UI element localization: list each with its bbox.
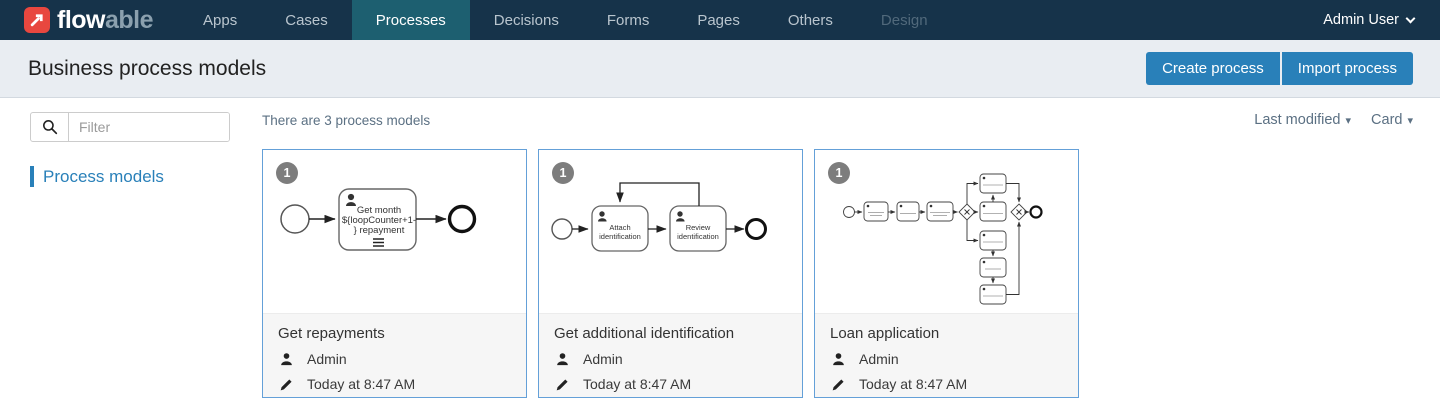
page-title: Business process models [28,57,266,81]
process-card-get-repayments[interactable]: 1 Get mon [262,149,527,398]
modified-date: Today at 8:47 AM [307,376,415,392]
process-card-get-additional-identification[interactable]: 1 Attach ide [538,149,803,398]
svg-text:Attach: Attach [609,223,630,232]
process-name: Loan application [830,325,1063,342]
process-name: Get additional identification [554,325,787,342]
bpmn-thumbnail: 1 Attach ide [539,150,802,313]
process-name: Get repayments [278,325,511,342]
view-mode-label: Card [1371,112,1402,128]
version-badge: 1 [828,162,850,184]
pencil-icon [830,377,846,392]
svg-text:identification: identification [599,232,641,241]
process-card-list: 1 Get mon [262,149,1413,398]
modified-date: Today at 8:47 AM [859,376,967,392]
modified-row: Today at 8:47 AM [830,376,1063,392]
nav-item-processes[interactable]: Processes [352,0,470,40]
bpmn-diagram-svg: Attach identification Review identificat… [539,150,804,313]
top-navbar: flowable Apps Cases Processes Decisions … [0,0,1440,40]
person-icon [830,352,846,367]
caret-down-icon: ▾ [1407,114,1413,127]
card-footer: Get repayments Admin [263,313,526,397]
view-mode-dropdown[interactable]: Card ▾ [1371,112,1413,128]
header-actions: Create process Import process [1146,52,1413,85]
svg-text:identification: identification [677,232,719,241]
nav-item-forms[interactable]: Forms [583,0,674,40]
filter-input[interactable] [69,113,229,141]
main-nav: Apps Cases Processes Decisions Forms Pag… [179,0,952,40]
author-row: Admin [278,351,511,367]
version-badge: 1 [276,162,298,184]
nav-item-decisions[interactable]: Decisions [470,0,583,40]
sidebar-item-process-models[interactable]: Process models [30,166,262,187]
author-row: Admin [830,351,1063,367]
search-icon [31,113,69,141]
modified-date: Today at 8:47 AM [583,376,691,392]
bpmn-diagram-svg [815,150,1080,313]
sort-dropdown[interactable]: Last modified ▾ [1254,112,1351,128]
content-area: There are 3 process models Last modified… [262,108,1440,398]
model-count-text: There are 3 process models [262,113,430,128]
view-controls: Last modified ▾ Card ▾ [1254,112,1413,128]
import-process-button[interactable]: Import process [1282,52,1413,85]
nav-item-cases[interactable]: Cases [261,0,352,40]
bpmn-thumbnail: 1 Get mon [263,150,526,313]
nav-item-design: Design [857,0,952,40]
pencil-icon [554,377,570,392]
pencil-icon [278,377,294,392]
bpmn-diagram-svg: Get month ${loopCounter+1- } repayment [263,150,528,313]
flowable-logo[interactable]: flowable [0,0,179,40]
author-name: Admin [583,351,623,367]
main-content: Process models There are 3 process model… [0,98,1440,398]
content-header: There are 3 process models Last modified… [262,112,1413,128]
nav-item-others[interactable]: Others [764,0,857,40]
modified-row: Today at 8:47 AM [554,376,787,392]
filter-group [30,112,230,142]
card-footer: Get additional identification Admin [539,313,802,397]
user-menu[interactable]: Admin User [1323,0,1440,40]
sidebar: Process models [0,108,262,398]
create-process-button[interactable]: Create process [1146,52,1280,85]
user-menu-label: Admin User [1323,12,1399,28]
author-name: Admin [859,351,899,367]
person-icon [278,352,294,367]
user-task-icon [867,177,986,291]
nav-item-pages[interactable]: Pages [673,0,764,40]
version-badge: 1 [552,162,574,184]
person-icon [554,352,570,367]
flowable-arrow-icon [24,7,50,33]
card-footer: Loan application Admin [815,313,1078,397]
process-card-loan-application[interactable]: 1 [814,149,1079,398]
chevron-down-icon [1406,13,1416,23]
author-row: Admin [554,351,787,367]
bpmn-thumbnail: 1 [815,150,1078,313]
page-header: Business process models Create process I… [0,40,1440,98]
modified-row: Today at 8:47 AM [278,376,511,392]
caret-down-icon: ▾ [1346,114,1352,127]
brand-wordmark: flowable [57,8,153,33]
svg-text:} repayment: } repayment [354,225,405,236]
sort-dropdown-label: Last modified [1254,112,1340,128]
author-name: Admin [307,351,347,367]
nav-item-apps[interactable]: Apps [179,0,261,40]
svg-text:Review: Review [686,223,711,232]
